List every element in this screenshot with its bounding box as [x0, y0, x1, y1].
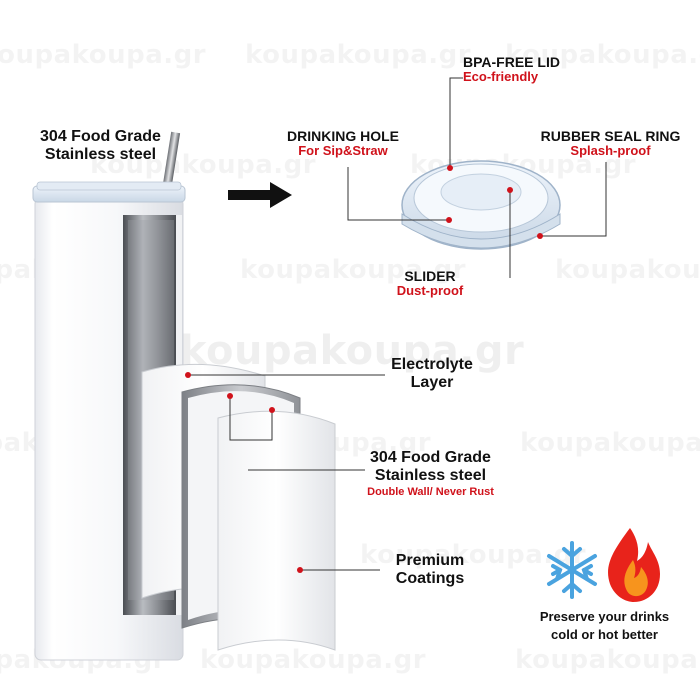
electrolyte-label: Electrolyte Layer [382, 356, 482, 393]
watermark: koupakoupa.gr [200, 645, 426, 675]
lid-illustration [401, 160, 561, 250]
flame-icon [608, 528, 660, 602]
arrow-right-icon [228, 182, 292, 208]
watermark: koupakoupa.gr [0, 40, 206, 70]
bpa-lid-label: BPA-FREE LID Eco-friendly [463, 54, 560, 85]
callout-dots [185, 165, 543, 573]
slider-title: SLIDER [404, 268, 456, 284]
electrolyte-line2: Layer [410, 374, 454, 392]
steel-mid-line1: 304 Food Grade [370, 449, 491, 466]
bpa-lid-title: BPA-FREE LID [463, 54, 560, 70]
watermark: koupakoupa.gr [245, 40, 471, 70]
slider-label: SLIDER Dust-proof [380, 268, 480, 299]
steel-mid-line2: Stainless steel [374, 467, 487, 485]
coatings-line1: Premium [395, 552, 465, 569]
watermark: koupakoupa.gr [240, 255, 466, 285]
drinking-hole-title: DRINKING HOLE [287, 128, 399, 144]
slider-sub: Dust-proof [396, 283, 464, 299]
watermark: koupakoupa.gr [180, 328, 525, 374]
steel-mid-label: 304 Food Grade Stainless steel Double Wa… [358, 449, 503, 498]
snowflake-icon [547, 541, 597, 599]
electrolyte-line1: Electrolyte [391, 356, 473, 373]
seal-ring-title: RUBBER SEAL RING [540, 128, 681, 144]
watermark: koupakoupa.gr [505, 40, 700, 70]
callout-lines [188, 77, 607, 571]
watermark: koupakoupa.gr [520, 428, 700, 458]
coatings-label: Premium Coatings [380, 552, 480, 589]
steel-top-line1: 304 Food Grade [40, 128, 161, 145]
temperature-line2: cold or hot better [551, 626, 658, 642]
coatings-line2: Coatings [395, 570, 465, 588]
seal-ring-label: RUBBER SEAL RING Splash-proof [538, 128, 683, 159]
seal-ring-sub: Splash-proof [570, 143, 651, 159]
steel-top-label: 304 Food Grade Stainless steel [28, 128, 173, 165]
steel-top-line2: Stainless steel [44, 146, 157, 164]
watermark: koupakoupa.gr [90, 150, 316, 180]
temperature-caption: Preserve your drinks cold or hot better [532, 608, 677, 643]
watermark: koupakoupa.gr [515, 645, 700, 675]
bpa-lid-sub: Eco-friendly [463, 69, 539, 85]
steel-mid-sub: Double Wall/ Never Rust [367, 485, 494, 498]
drinking-hole-sub: For Sip&Straw [298, 143, 388, 159]
drinking-hole-label: DRINKING HOLE For Sip&Straw [278, 128, 408, 159]
layer-coating [217, 410, 336, 651]
watermark: koupakoupa.gr [555, 255, 700, 285]
temperature-line1: Preserve your drinks [539, 609, 670, 624]
